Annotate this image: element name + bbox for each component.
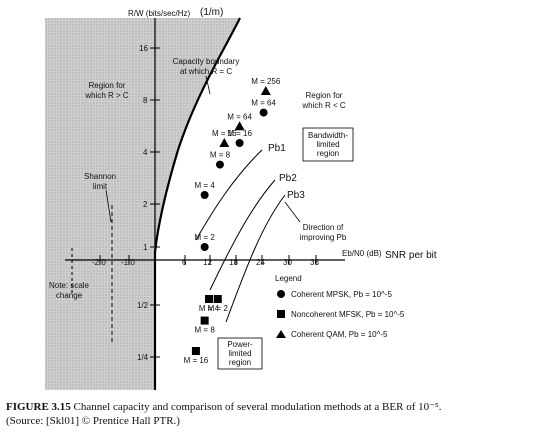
triangle-data-point <box>219 138 230 147</box>
x-tick-label: 12 <box>203 258 212 267</box>
data-point-label: M = 256 <box>251 77 281 86</box>
data-point-label: M = 2 <box>208 304 229 313</box>
data-point-label: M = 64 <box>227 112 252 121</box>
square-data-point <box>213 295 222 303</box>
legend-circle-marker <box>277 290 285 298</box>
x-axis-label: SNR per bit <box>385 250 437 261</box>
circle-data-point <box>200 243 209 251</box>
data-point-label: M = 8 <box>210 151 231 160</box>
y-tick-label: 8 <box>143 96 148 105</box>
direction-arrow <box>284 201 301 223</box>
triangle-data-point <box>260 86 271 95</box>
y-ticks: 16 8 4 2 1 1/2 1/4 <box>137 44 160 362</box>
y-tick-label: 1 <box>143 243 148 252</box>
x-tick-label: -1.0 <box>121 258 135 267</box>
y-tick-label: 1/2 <box>137 301 149 310</box>
data-point-label: M = 16 <box>212 129 237 138</box>
x-tick-label: 30 <box>283 258 292 267</box>
legend-item-label: Coherent MPSK, Pb = 10^-5 <box>291 290 392 299</box>
y-tick-label: 16 <box>139 44 148 53</box>
caption-source: (Source: [Skl01] © Prentice Hall PTR.) <box>6 415 180 427</box>
data-point-label: M = 16 <box>184 356 209 365</box>
pb1-label: Pb1 <box>268 143 286 154</box>
legend-item-label: Coherent QAM, Pb = 10^-5 <box>291 330 388 339</box>
legend-square-marker <box>277 310 285 318</box>
circle-data-point <box>215 160 224 169</box>
x-tick-label: 36 <box>310 258 319 267</box>
data-point-label: M = 2 <box>195 233 216 242</box>
region-r-greater-than-c-shading <box>45 18 240 390</box>
square-data-point <box>191 347 200 355</box>
data-point-label: M = 64 <box>251 99 276 108</box>
pb1-curve <box>195 149 263 241</box>
data-point-label: M = 4 <box>195 181 216 190</box>
y-tick-label: 1/4 <box>137 353 149 362</box>
legend-item-label: Noncoherent MFSK, Pb = 10^-5 <box>291 310 405 319</box>
x-tick-label: -2.0 <box>92 258 106 267</box>
x-tick-label: 18 <box>229 258 238 267</box>
data-point-label: M = 8 <box>195 326 216 335</box>
circle-data-point <box>235 139 244 147</box>
y-tick-label: 4 <box>143 148 148 157</box>
legend-title: Legend <box>275 274 302 283</box>
data-point-label: M = 16 <box>227 129 252 138</box>
legend-triangle-marker <box>276 330 286 338</box>
pb2-curve <box>209 179 276 291</box>
pb3-label: Pb3 <box>287 190 305 201</box>
triangle-data-point <box>234 121 245 131</box>
capacity-chart: R/W (bits/sec/Hz) (1/m) Eb/N0 (dB) SNR p… <box>45 7 437 390</box>
bandwidth-region-box <box>302 127 354 162</box>
caption-text: Channel capacity and comparison of sever… <box>73 401 442 413</box>
y-axis-label: R/W (bits/sec/Hz) <box>128 9 191 18</box>
square-data-point <box>200 316 209 325</box>
square-data-point <box>205 295 214 303</box>
pb2-label: Pb2 <box>279 173 297 184</box>
pb3-curve <box>225 194 286 323</box>
y-axis-unit: (1/m) <box>200 7 223 18</box>
figure-label: FIGURE 3.15 <box>6 401 71 413</box>
circle-data-point <box>259 108 268 117</box>
x-ticks: -2.0 -1.0 6 12 18 24 30 36 <box>92 255 319 267</box>
capacity-boundary-curve <box>153 17 241 390</box>
y-tick-label: 2 <box>143 200 148 209</box>
circle-data-point <box>200 191 209 199</box>
x-axis-symbol: Eb/N0 (dB) <box>342 249 382 258</box>
figure-caption: FIGURE 3.15 Channel capacity and compari… <box>6 400 538 428</box>
legend: Legend Coherent MPSK, Pb = 10^-5 Noncohe… <box>275 274 405 339</box>
power-region-box <box>217 337 263 370</box>
data-marks: M = 2M = 4M = 8M = 16M = 64M = 4M = 2M =… <box>184 77 281 365</box>
data-point-label: M = 4 <box>199 304 220 313</box>
x-tick-label: 6 <box>182 258 187 267</box>
x-tick-label: 24 <box>256 258 265 267</box>
